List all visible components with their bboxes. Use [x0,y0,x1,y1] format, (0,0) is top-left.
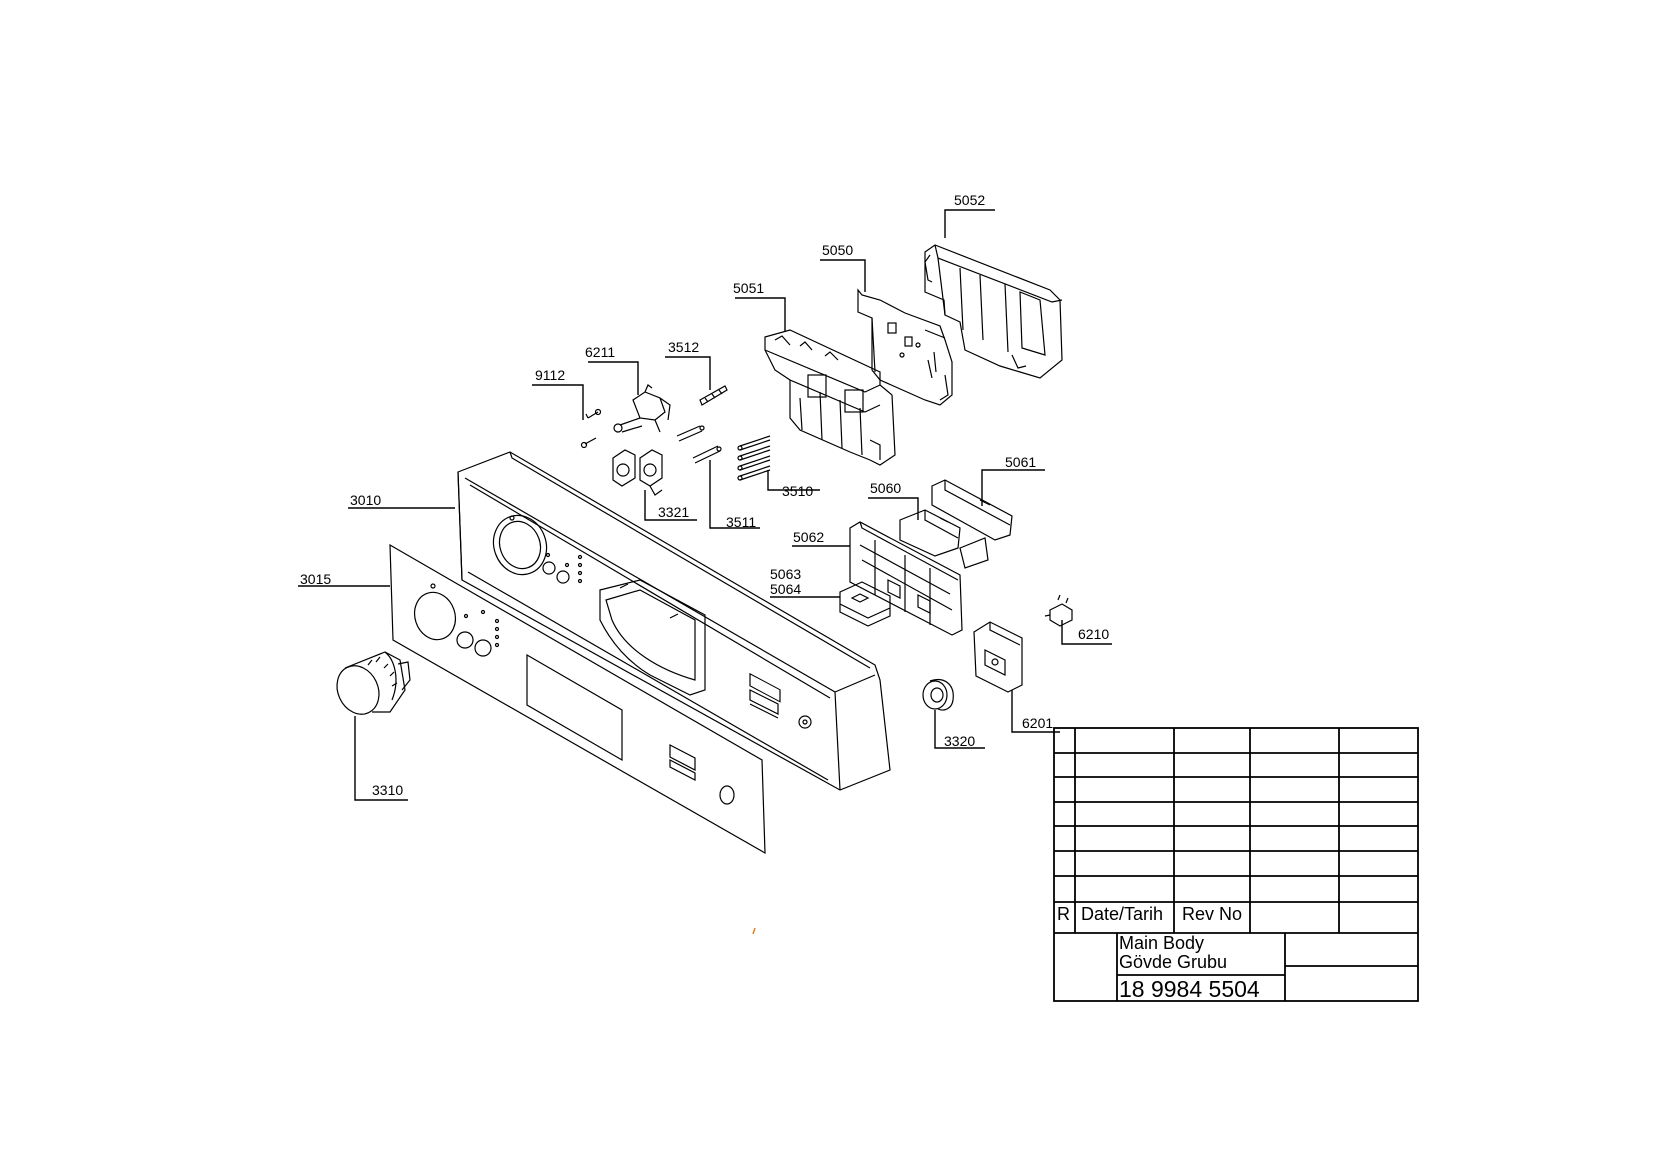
callout-6211: 6211 [585,344,616,360]
part-3320-knob-cap [922,679,954,711]
part-5062-display-holder [849,521,963,636]
stray-mark [752,927,756,935]
leader-lines [298,209,1112,801]
part-3310-knob [336,651,411,715]
title-block-revno-header: Rev No [1182,904,1243,924]
callout-3320: 3320 [944,733,976,749]
callout-5063: 5063 [770,566,802,582]
callout-5050: 5050 [822,242,854,258]
part-3510-led-lenses [737,435,771,481]
callout-3510: 3510 [782,483,814,499]
title-block-title-line1: Main Body [1119,933,1205,953]
title-block-title-line2: Gövde Grubu [1119,952,1228,972]
callout-5051: 5051 [733,280,765,296]
part-5052-rear-cover [924,244,1063,379]
part-9112-screws [580,408,602,449]
callout-5052: 5052 [954,192,986,208]
part-3010-control-panel [457,451,891,791]
callout-5062: 5062 [793,529,825,545]
callout-3321: 3321 [658,504,690,520]
part-5060-small-pcb [899,509,989,569]
part-3321-push-buttons [612,449,663,496]
callout-5060: 5060 [870,480,902,496]
title-block-grid [1053,727,1419,1002]
title-block-date-header: Date/Tarih [1081,904,1164,924]
title-block-rev-header: R [1057,904,1070,924]
part-5063-5064-keypad [839,581,891,627]
callout-3015: 3015 [300,571,332,587]
part-3512-light-pipe [699,385,728,406]
title-block-drawing-number: 18 9984 5504 [1119,976,1260,1002]
part-6210-micro-switch [1044,594,1073,627]
callout-5064: 5064 [770,581,802,597]
part-3015-front-fascia [389,543,766,855]
part-6211-selector-switch [613,384,671,433]
callout-3310: 3310 [372,782,404,798]
callout-3511: 3511 [726,514,757,530]
part-5050-pcb [857,288,953,406]
callout-3512: 3512 [668,339,700,355]
callout-3010: 3010 [350,492,382,508]
callout-9112: 9112 [535,367,566,383]
callout-6201: 6201 [1022,715,1054,731]
part-3511-light-pins [676,425,722,464]
part-6201-door-switch [973,621,1023,693]
callout-6210: 6210 [1078,626,1110,642]
part-5051-module-frame [764,329,896,466]
callout-5061: 5061 [1005,454,1037,470]
